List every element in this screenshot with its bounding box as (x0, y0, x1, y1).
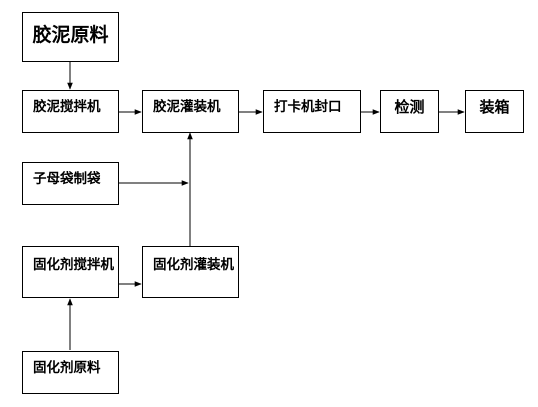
node-zimudai-zhidai: 子母袋制袋 (22, 162, 119, 205)
node-jiance: 检测 (380, 90, 439, 133)
node-label: 子母袋制袋 (33, 171, 101, 187)
node-guhuaji-guanzhuang: 固化剂灌装机 (142, 246, 239, 298)
node-jiaoni-yuanliao: 胶泥原料 (22, 12, 119, 62)
node-label: 检测 (394, 98, 425, 116)
node-jiaoni-guanzhuang: 胶泥灌装机 (142, 90, 239, 133)
node-guhuaji-yuanliao: 固化剂原料 (22, 351, 119, 394)
node-label: 胶泥原料 (32, 24, 109, 46)
node-label: 固化剂搅拌机 (33, 257, 114, 273)
node-guhuaji-jiaoban: 固化剂搅拌机 (22, 246, 119, 298)
node-zhuangxiang: 装箱 (465, 90, 524, 133)
node-label: 胶泥搅拌机 (33, 99, 101, 115)
node-daka-fengkou: 打卡机封口 (263, 90, 361, 133)
node-label: 胶泥灌装机 (153, 99, 221, 115)
node-label: 固化剂灌装机 (153, 257, 234, 273)
node-jiaoni-jiaoban: 胶泥搅拌机 (22, 90, 119, 133)
node-label: 装箱 (479, 98, 510, 116)
node-label: 打卡机封口 (274, 99, 342, 115)
node-label: 固化剂原料 (33, 360, 101, 376)
